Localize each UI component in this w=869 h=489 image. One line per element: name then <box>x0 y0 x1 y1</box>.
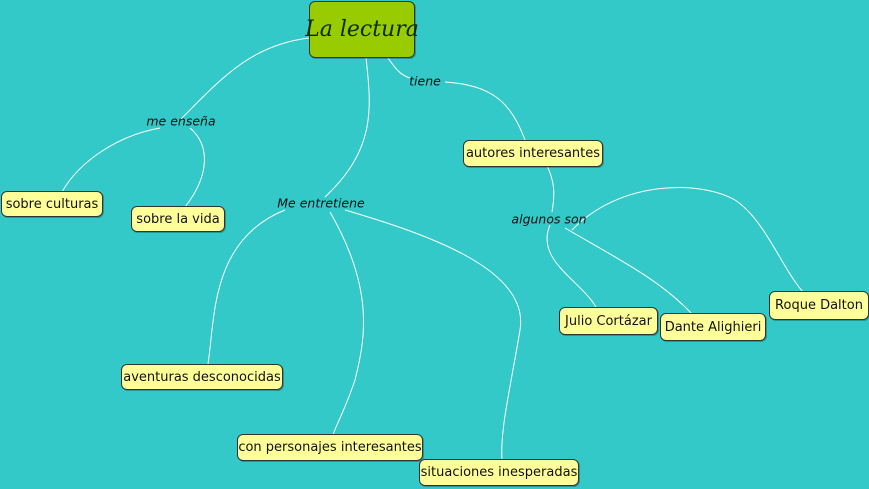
node-roque-dalton[interactable]: Roque Dalton <box>769 291 869 320</box>
relation-algunos-son: algunos son <box>511 211 587 227</box>
node-text: Roque Dalton <box>775 298 863 313</box>
relation-tiene: tiene <box>409 73 441 89</box>
relation-me-ensena: me enseña <box>146 113 216 129</box>
node-autores-interesantes[interactable]: autores interesantes <box>463 140 603 167</box>
node-text: con personajes interesantes <box>238 440 422 455</box>
node-sobre-culturas[interactable]: sobre culturas <box>1 191 103 217</box>
link-me-ensena-to-sobre-la-vida <box>184 127 205 208</box>
node-text: Julio Cortázar <box>565 313 652 329</box>
link-me-entretiene-to-personajes <box>329 211 365 436</box>
link-me-entretiene-to-aventuras <box>207 209 286 365</box>
link-autores-to-algunos-son <box>546 165 555 213</box>
root-node-text: La lectura <box>305 17 419 42</box>
root-node-la-lectura[interactable]: La lectura <box>305 1 419 58</box>
link-algunos-son-to-dante <box>564 227 693 315</box>
node-text: sobre la vida <box>136 211 220 227</box>
node-sobre-la-vida[interactable]: sobre la vida <box>131 206 225 232</box>
relation-me-entretiene: Me entretiene <box>277 195 365 211</box>
node-aventuras-desconocidas[interactable]: aventuras desconocidas <box>121 364 283 390</box>
link-algunos-son-to-julio <box>546 224 597 308</box>
link-me-ensena-to-sobre-culturas <box>61 127 161 193</box>
node-situaciones-inesperadas[interactable]: situaciones inesperadas <box>419 459 579 486</box>
link-me-entretiene-to-situaciones <box>344 209 522 461</box>
node-text: situaciones inesperadas <box>420 465 578 480</box>
link-root-to-me-ensena <box>179 37 310 121</box>
link-algunos-son-to-roque <box>571 187 804 293</box>
node-julio-cortazar[interactable]: Julio Cortázar <box>559 307 658 335</box>
link-tiene-to-autores <box>444 81 526 141</box>
node-dante-alighieri[interactable]: Dante Alighieri <box>660 313 766 341</box>
node-con-personajes-interesantes[interactable]: con personajes interesantes <box>237 434 423 461</box>
node-text: autores interesantes <box>465 146 601 161</box>
link-root-to-me-entretiene <box>324 57 370 198</box>
node-text: sobre culturas <box>5 196 99 212</box>
node-text: aventuras desconocidas <box>123 369 281 385</box>
node-text: Dante Alighieri <box>664 319 762 335</box>
link-root-to-tiene <box>387 57 411 79</box>
